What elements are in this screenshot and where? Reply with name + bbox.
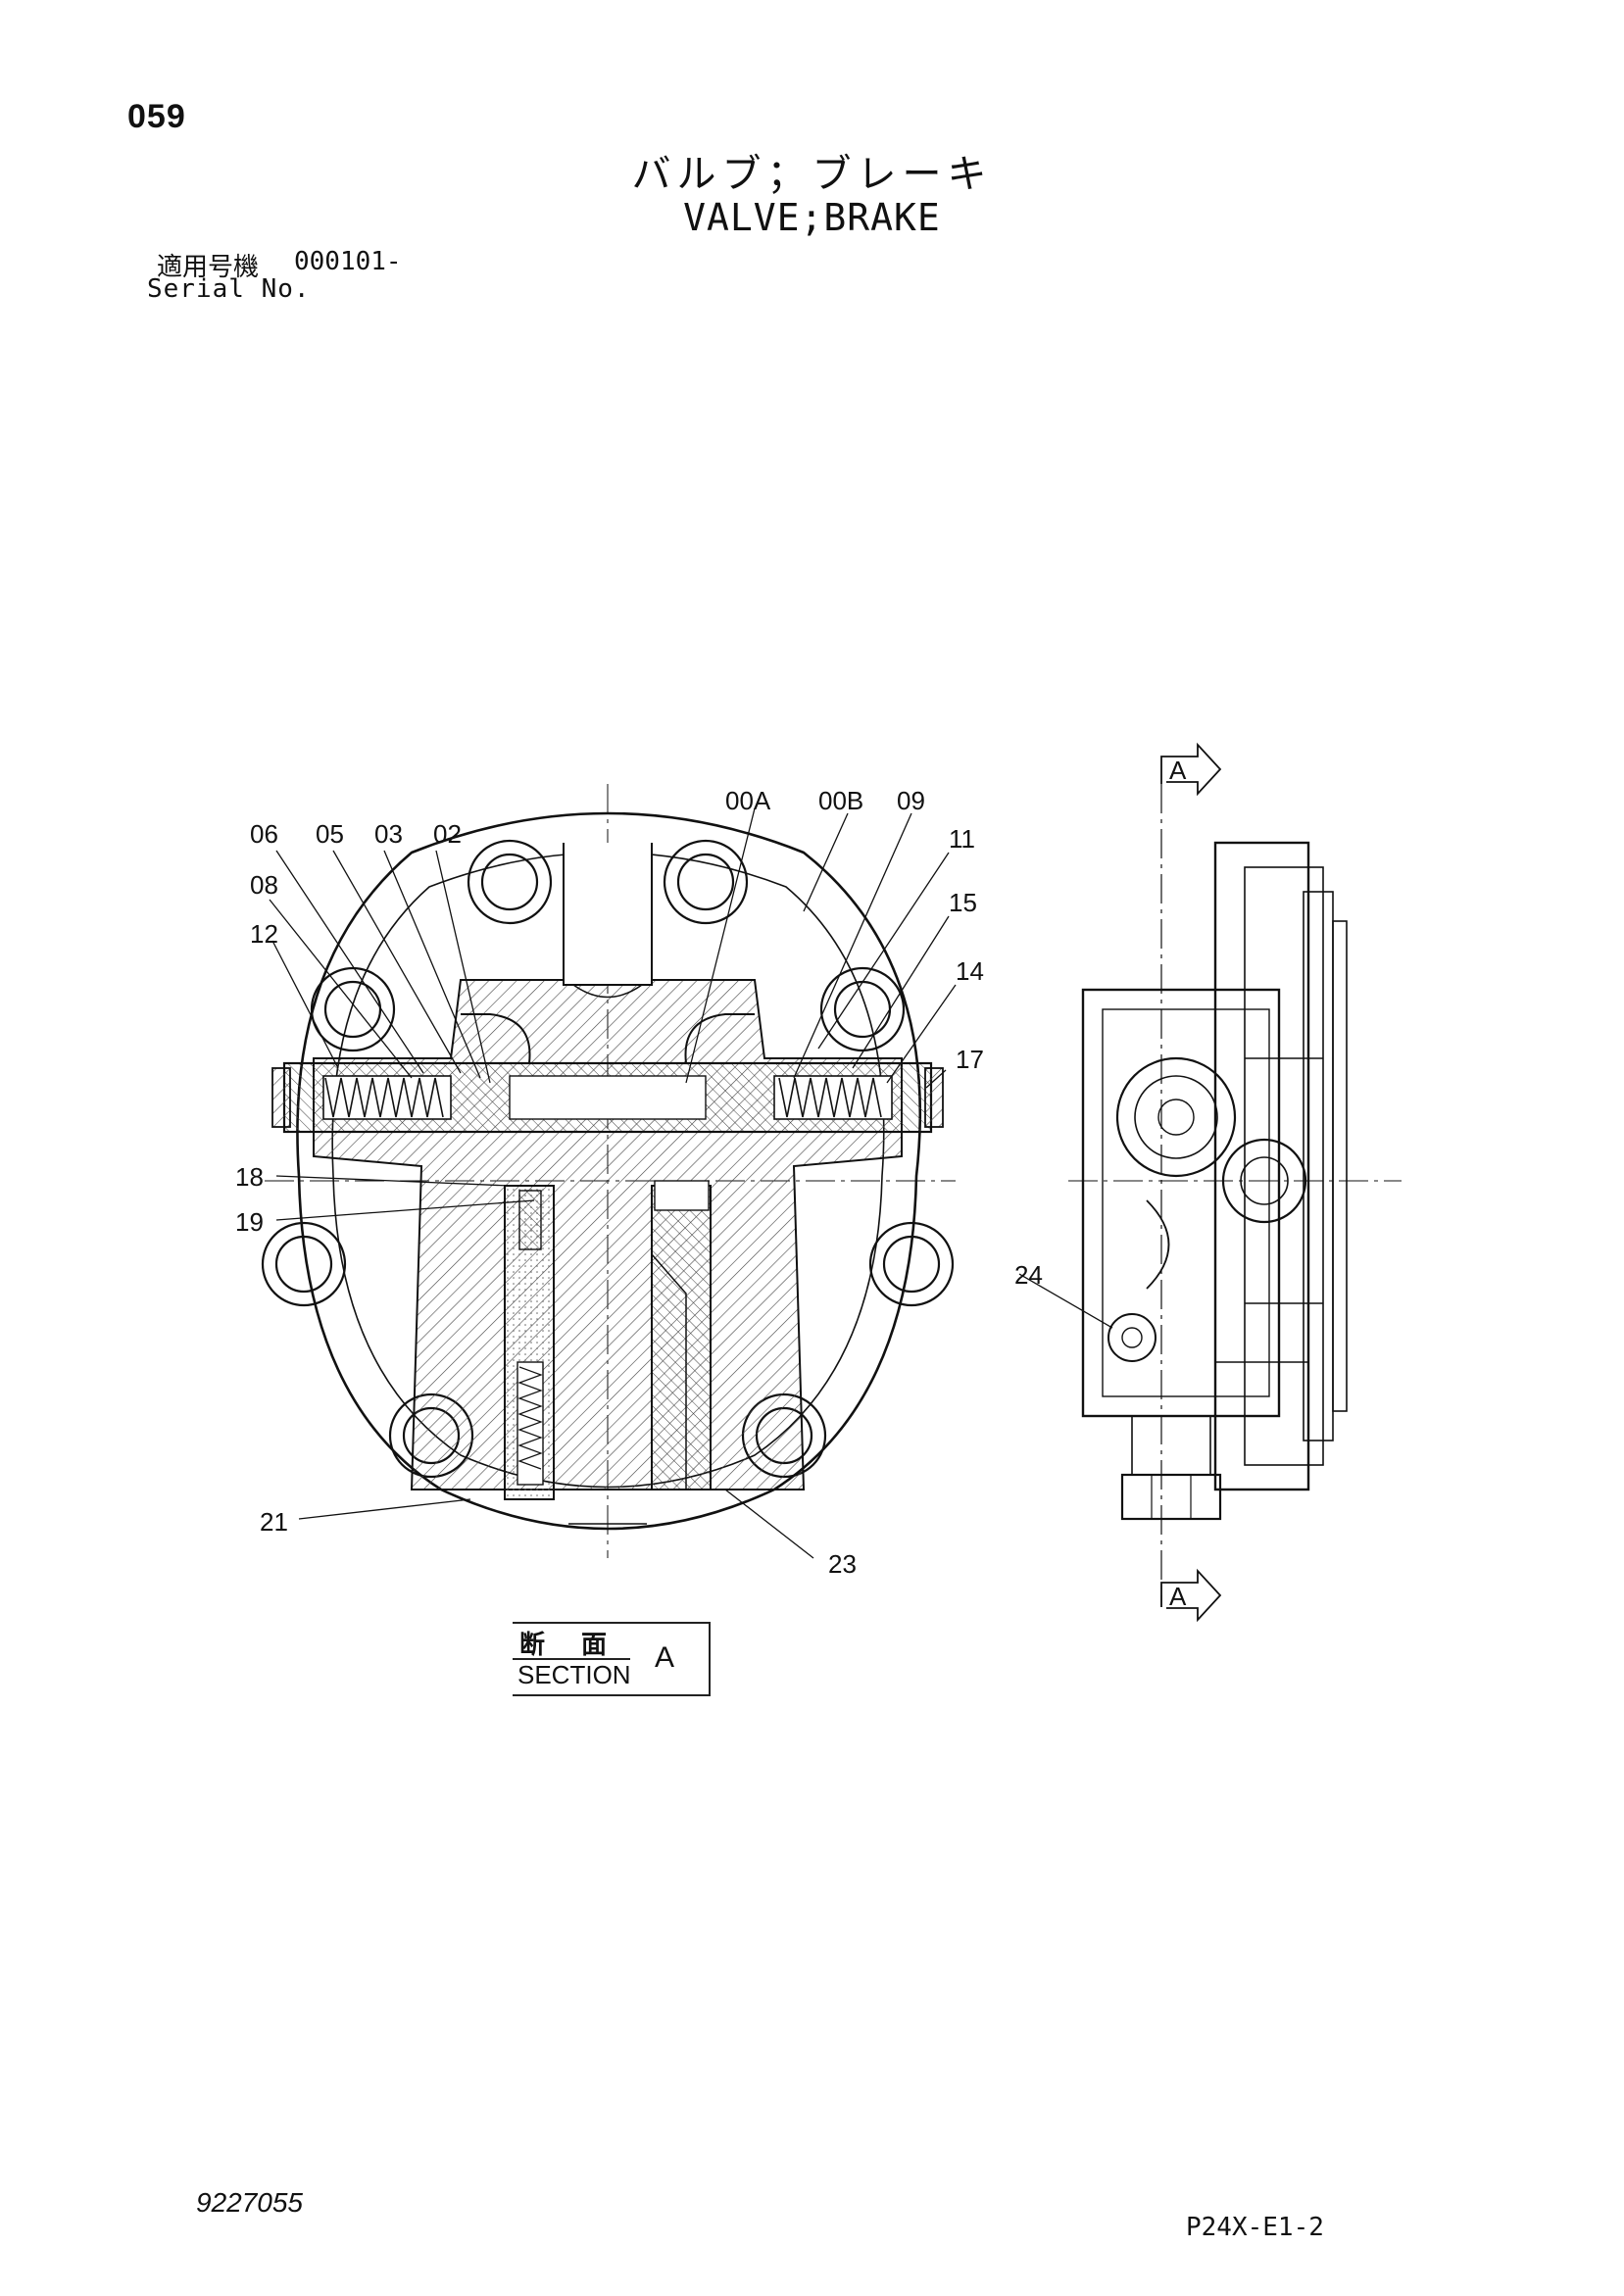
page-number: 059 bbox=[127, 98, 186, 135]
view-arrow-bottom: A bbox=[1160, 1568, 1222, 1623]
callout-08: 08 bbox=[250, 870, 278, 900]
document-number: 9227055 bbox=[196, 2187, 304, 2218]
page-title-japanese: バルブ；ブレーキ bbox=[631, 152, 993, 197]
spring-right bbox=[778, 1077, 882, 1118]
callout-03: 03 bbox=[374, 819, 403, 849]
callout-06: 06 bbox=[250, 819, 278, 849]
callout-15: 15 bbox=[949, 888, 977, 917]
callout-11: 11 bbox=[949, 824, 975, 854]
callout-05: 05 bbox=[316, 819, 344, 849]
callout-19: 19 bbox=[235, 1207, 264, 1237]
view-arrow-top: A bbox=[1160, 742, 1222, 797]
serial-label-english: Serial No. bbox=[147, 274, 311, 304]
callout-18: 18 bbox=[235, 1162, 264, 1192]
leader-lines-section bbox=[269, 807, 957, 1559]
callouts: 06 05 03 02 00A 00B 09 08 12 11 15 14 17… bbox=[235, 786, 1043, 1579]
callout-00A: 00A bbox=[725, 786, 771, 815]
svg-text:A: A bbox=[1169, 756, 1187, 785]
section-label-japanese: 断 面 bbox=[519, 1631, 621, 1660]
section-letter: A bbox=[655, 1641, 675, 1674]
page-title-english: VALVE;BRAKE bbox=[683, 196, 941, 239]
svg-text:A: A bbox=[1169, 1582, 1187, 1611]
callout-02: 02 bbox=[433, 819, 462, 849]
section-label-box bbox=[513, 1622, 711, 1696]
callout-21: 21 bbox=[260, 1507, 288, 1537]
callout-12: 12 bbox=[250, 919, 278, 949]
callout-14: 14 bbox=[956, 956, 984, 986]
section-label-divider bbox=[513, 1658, 630, 1660]
section-label-english: SECTION bbox=[517, 1660, 631, 1689]
sheet-code: P24X-E1-2 bbox=[1186, 2213, 1324, 2242]
callout-09: 09 bbox=[897, 786, 925, 815]
serial-range-value: 000101- bbox=[294, 247, 402, 276]
callout-17: 17 bbox=[956, 1045, 984, 1074]
callout-00B: 00B bbox=[818, 786, 863, 815]
section-view bbox=[261, 784, 956, 1558]
side-view bbox=[1068, 784, 1402, 1607]
callout-23: 23 bbox=[828, 1549, 857, 1579]
spring-left bbox=[324, 1077, 444, 1118]
serial-label-japanese: 適用号機 bbox=[157, 253, 260, 282]
